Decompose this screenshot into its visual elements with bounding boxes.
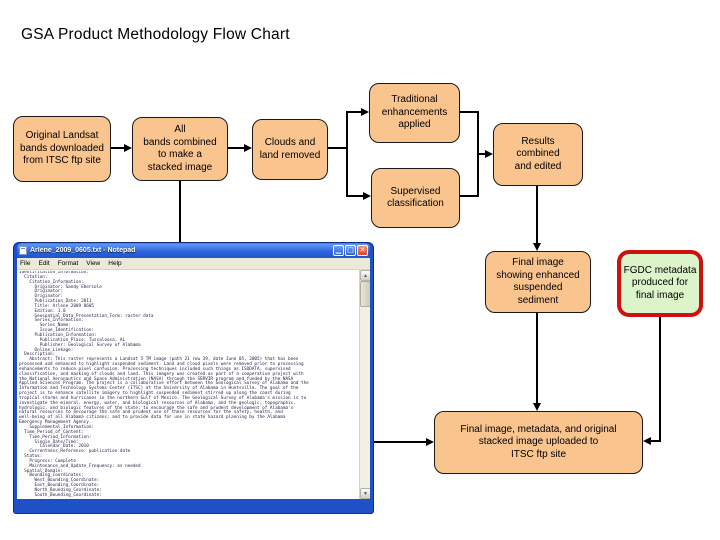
- menu-format[interactable]: Format: [57, 260, 79, 267]
- notepad-menubar: File Edit Format View Help: [17, 258, 370, 270]
- connector-line: [460, 111, 479, 113]
- menu-edit[interactable]: Edit: [38, 260, 50, 267]
- maximize-button[interactable]: □: [345, 245, 356, 256]
- arrowhead-icon: [643, 436, 651, 445]
- connector-line: [536, 186, 538, 244]
- arrowhead-icon: [426, 437, 434, 446]
- menu-view[interactable]: View: [86, 260, 101, 267]
- connector-line: [346, 111, 348, 197]
- connector-line: [477, 153, 486, 155]
- scroll-down-icon[interactable]: ▼: [360, 488, 370, 499]
- notepad-titlebar[interactable]: Arlene_2009_0605.txt - Notepad ▁ □ ✕: [17, 243, 370, 258]
- minimize-button[interactable]: ▁: [333, 245, 344, 256]
- connector-line: [346, 195, 364, 197]
- notepad-window: Arlene_2009_0605.txt - Notepad ▁ □ ✕ Fil…: [14, 243, 373, 513]
- flow-box-original-landsat: Original Landsat bands downloaded from I…: [13, 116, 111, 182]
- connector-line: [372, 441, 427, 443]
- connector-line: [228, 147, 245, 149]
- connector-line: [111, 147, 125, 149]
- notepad-icon: [19, 246, 27, 255]
- connector-line: [659, 317, 661, 442]
- arrowhead-icon: [363, 191, 371, 200]
- arrowhead-icon: [124, 143, 132, 152]
- scroll-up-icon[interactable]: ▲: [360, 270, 370, 281]
- notepad-text-area[interactable]: Identification_Information: Citation: Ci…: [17, 270, 370, 499]
- arrowhead-icon: [361, 107, 369, 116]
- connector-line: [346, 111, 362, 113]
- connector-line: [650, 440, 661, 442]
- flow-box-upload-ftp: Final image, metadata, and original stac…: [434, 411, 643, 474]
- connector-line: [536, 313, 538, 404]
- notepad-window-title: Arlene_2009_0605.txt - Notepad: [30, 247, 136, 254]
- menu-file[interactable]: File: [20, 260, 31, 267]
- arrowhead-icon: [244, 143, 252, 152]
- connector-line: [460, 195, 479, 197]
- flow-box-fgdc-metadata: FGDC metadata produced for final image: [617, 250, 703, 317]
- flow-box-traditional-enhancements: Traditional enhancements applied: [369, 83, 460, 143]
- arrowhead-icon: [532, 243, 541, 251]
- vertical-scrollbar[interactable]: ▲ ▼: [359, 270, 370, 499]
- connector-line: [179, 181, 181, 243]
- page-title: GSA Product Methodology Flow Chart: [21, 26, 290, 43]
- menu-help[interactable]: Help: [108, 260, 122, 267]
- arrowhead-icon: [485, 149, 493, 158]
- connector-line: [328, 147, 347, 149]
- flow-box-clouds-removed: Clouds and land removed: [252, 119, 328, 180]
- flow-box-bands-combined: All bands combined to make a stacked ima…: [132, 117, 228, 181]
- flow-box-results-combined: Results combined and edited: [493, 123, 583, 186]
- close-button[interactable]: ✕: [357, 245, 368, 256]
- notepad-text[interactable]: Identification_Information: Citation: Ci…: [19, 271, 309, 498]
- arrowhead-icon: [532, 403, 541, 411]
- flow-box-final-image: Final image showing enhanced suspended s…: [485, 251, 591, 313]
- scrollbar-thumb[interactable]: [360, 281, 370, 307]
- flow-box-supervised-classification: Supervised classification: [371, 168, 460, 228]
